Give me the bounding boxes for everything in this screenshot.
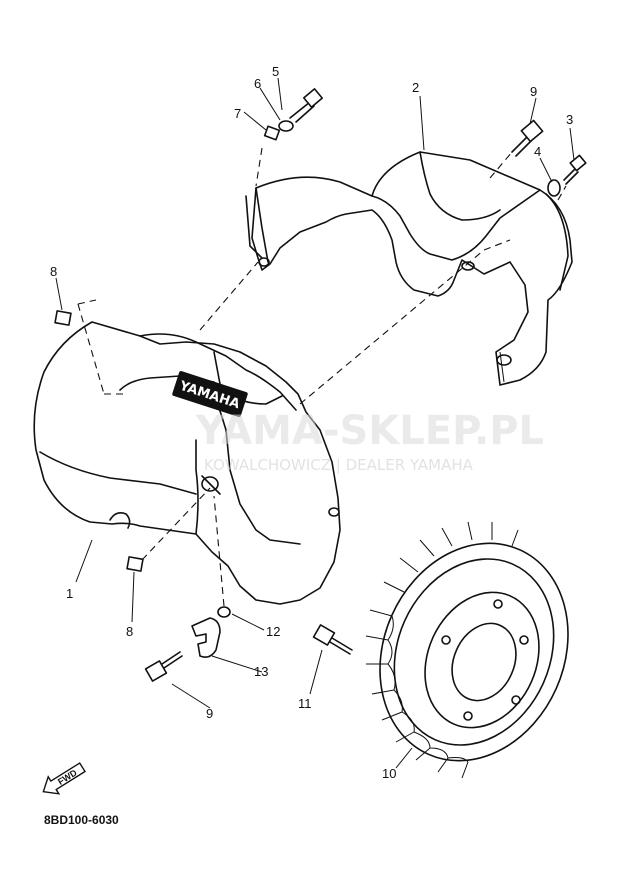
part-9-bolt-lower <box>144 651 183 682</box>
part-12-grommet <box>217 606 231 618</box>
diagram-code: 8BD100-6030 <box>44 813 119 827</box>
part-2-upper-cover <box>245 151 573 386</box>
flywheel-fins <box>365 521 519 779</box>
callout-8-lower: 8 <box>126 624 133 639</box>
part-3-screw <box>563 154 587 185</box>
callout-3: 3 <box>566 112 573 127</box>
callout-2: 2 <box>412 80 419 95</box>
callout-10: 10 <box>382 766 396 781</box>
assembly-dashed-lines <box>77 147 567 607</box>
part-7-nut <box>263 125 281 141</box>
callout-6: 6 <box>254 76 261 91</box>
part-4-washer <box>547 179 561 197</box>
callout-13: 13 <box>254 664 268 679</box>
part-8-nut-lower <box>126 556 144 572</box>
fwd-arrow-icon: FWD <box>42 762 86 795</box>
part-9-bolt-upper <box>511 119 544 157</box>
callout-8-upper: 8 <box>50 264 57 279</box>
part-11-bolt <box>312 624 353 655</box>
leader-lines <box>55 77 575 769</box>
callout-7: 7 <box>234 106 241 121</box>
part-6-washer <box>278 120 294 132</box>
callout-9-lower: 9 <box>206 706 213 721</box>
callout-5: 5 <box>272 64 279 79</box>
part-1-fan-shroud: YAMAHA <box>33 321 341 605</box>
watermark-sub: KOWALCHOWICZ | DEALER YAMAHA <box>204 456 474 474</box>
callout-1: 1 <box>66 586 73 601</box>
callout-9-upper: 9 <box>530 84 537 99</box>
callout-4: 4 <box>534 144 541 159</box>
callout-12: 12 <box>266 624 280 639</box>
part-10-flywheel <box>365 521 569 779</box>
part-13-clip <box>191 617 221 658</box>
shroud-logo-plate: YAMAHA <box>172 371 248 417</box>
callout-11: 11 <box>298 696 312 711</box>
part-8-nut-upper <box>54 310 72 326</box>
part-5-bolt <box>289 88 324 123</box>
watermark-main: YAMA-SKLEP.PL <box>195 408 544 454</box>
